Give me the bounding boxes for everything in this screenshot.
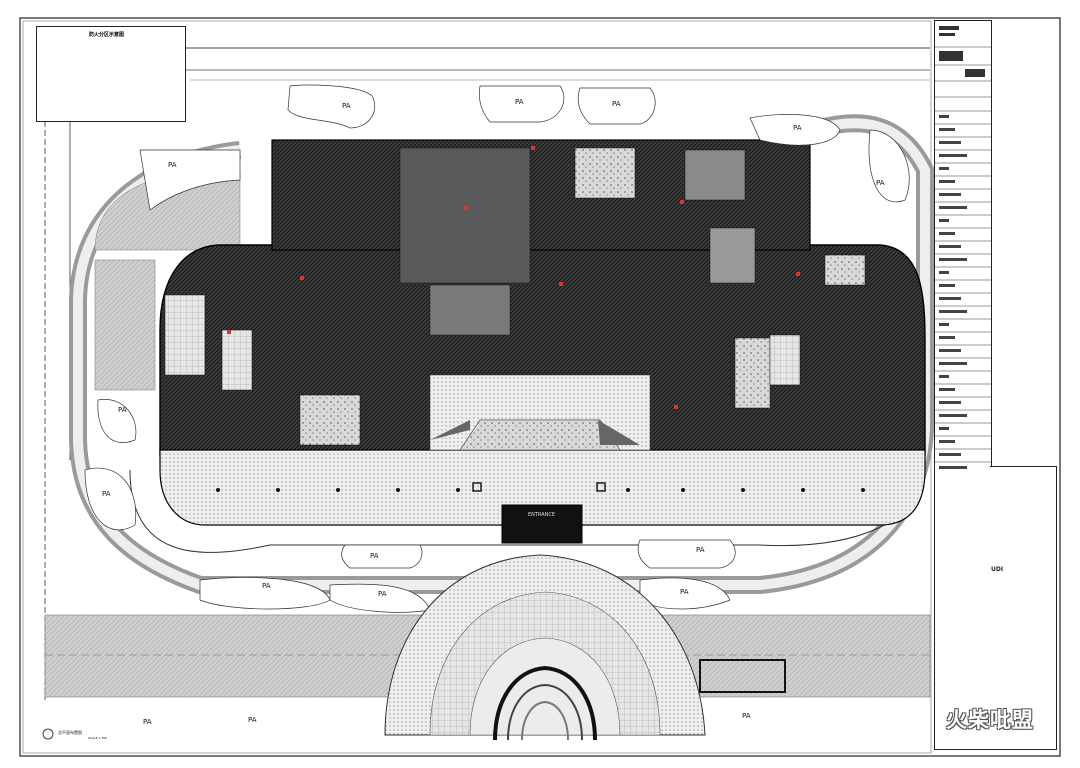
parking-label: PA <box>248 716 257 724</box>
plan-title: 总平面布置图 <box>58 730 82 735</box>
title-block-row-text <box>939 284 955 287</box>
parking-label: PA <box>515 98 524 106</box>
parking-label: PA <box>680 588 689 596</box>
inset-title: 防火分区示意图 <box>89 32 125 38</box>
watermark-text: 火柴吡盟 <box>946 708 1034 732</box>
title-block-row-text <box>939 440 955 443</box>
parking-label: PA <box>102 490 111 498</box>
parking-label: PA <box>793 124 802 132</box>
parking-label: PA <box>876 179 885 187</box>
title-block-row-text <box>939 193 961 196</box>
title-block-row-text <box>939 362 967 365</box>
title-block-row-text <box>939 466 967 469</box>
parking-label: PA <box>342 102 351 110</box>
entrance-label: ENTRANCE <box>528 512 556 518</box>
title-block-row-text <box>939 414 967 417</box>
title-block-row-text <box>939 245 961 248</box>
parking-label: PA <box>143 718 152 726</box>
fire-zone-inset: 防火分区示意图 <box>36 26 186 122</box>
parking-label: PA <box>612 100 621 108</box>
title-block-row-text <box>939 167 949 170</box>
title-block-row-text <box>939 219 949 222</box>
title-block <box>934 20 992 750</box>
title-block-row-text <box>939 401 961 404</box>
title-block-row-text <box>939 323 949 326</box>
title-block-row-text <box>939 180 955 183</box>
title-block-row-text <box>939 349 961 352</box>
title-block-row-text <box>939 297 961 300</box>
title-block-row-text <box>939 206 967 209</box>
parking-label: PA <box>262 582 271 590</box>
title-block-row-text <box>939 128 955 131</box>
title-block-row-text <box>939 115 949 118</box>
title-block-row-text <box>939 310 967 313</box>
title-block-row-text <box>939 453 961 456</box>
title-block-row-text <box>939 258 967 261</box>
title-block-row-text <box>939 271 949 274</box>
title-block-row-text <box>939 427 949 430</box>
parking-label: PA <box>378 590 387 598</box>
parking-label: PA <box>696 546 705 554</box>
title-block-rows <box>935 26 991 469</box>
title-block-row-text <box>939 141 961 144</box>
title-block-row-text <box>939 232 955 235</box>
plan-scale: SCALE 1:300 <box>88 736 108 740</box>
title-block-company <box>990 466 1057 750</box>
title-block-row-text <box>939 375 949 378</box>
parking-label: PA <box>370 552 379 560</box>
parking-label: PA <box>742 712 751 720</box>
parking-label: PA <box>168 161 177 169</box>
parking-label: PA <box>118 406 127 414</box>
title-block-row-text <box>939 336 955 339</box>
title-block-row-text <box>939 388 955 391</box>
title-block-row-text <box>939 154 967 157</box>
company-logo: UDI <box>991 566 1004 573</box>
